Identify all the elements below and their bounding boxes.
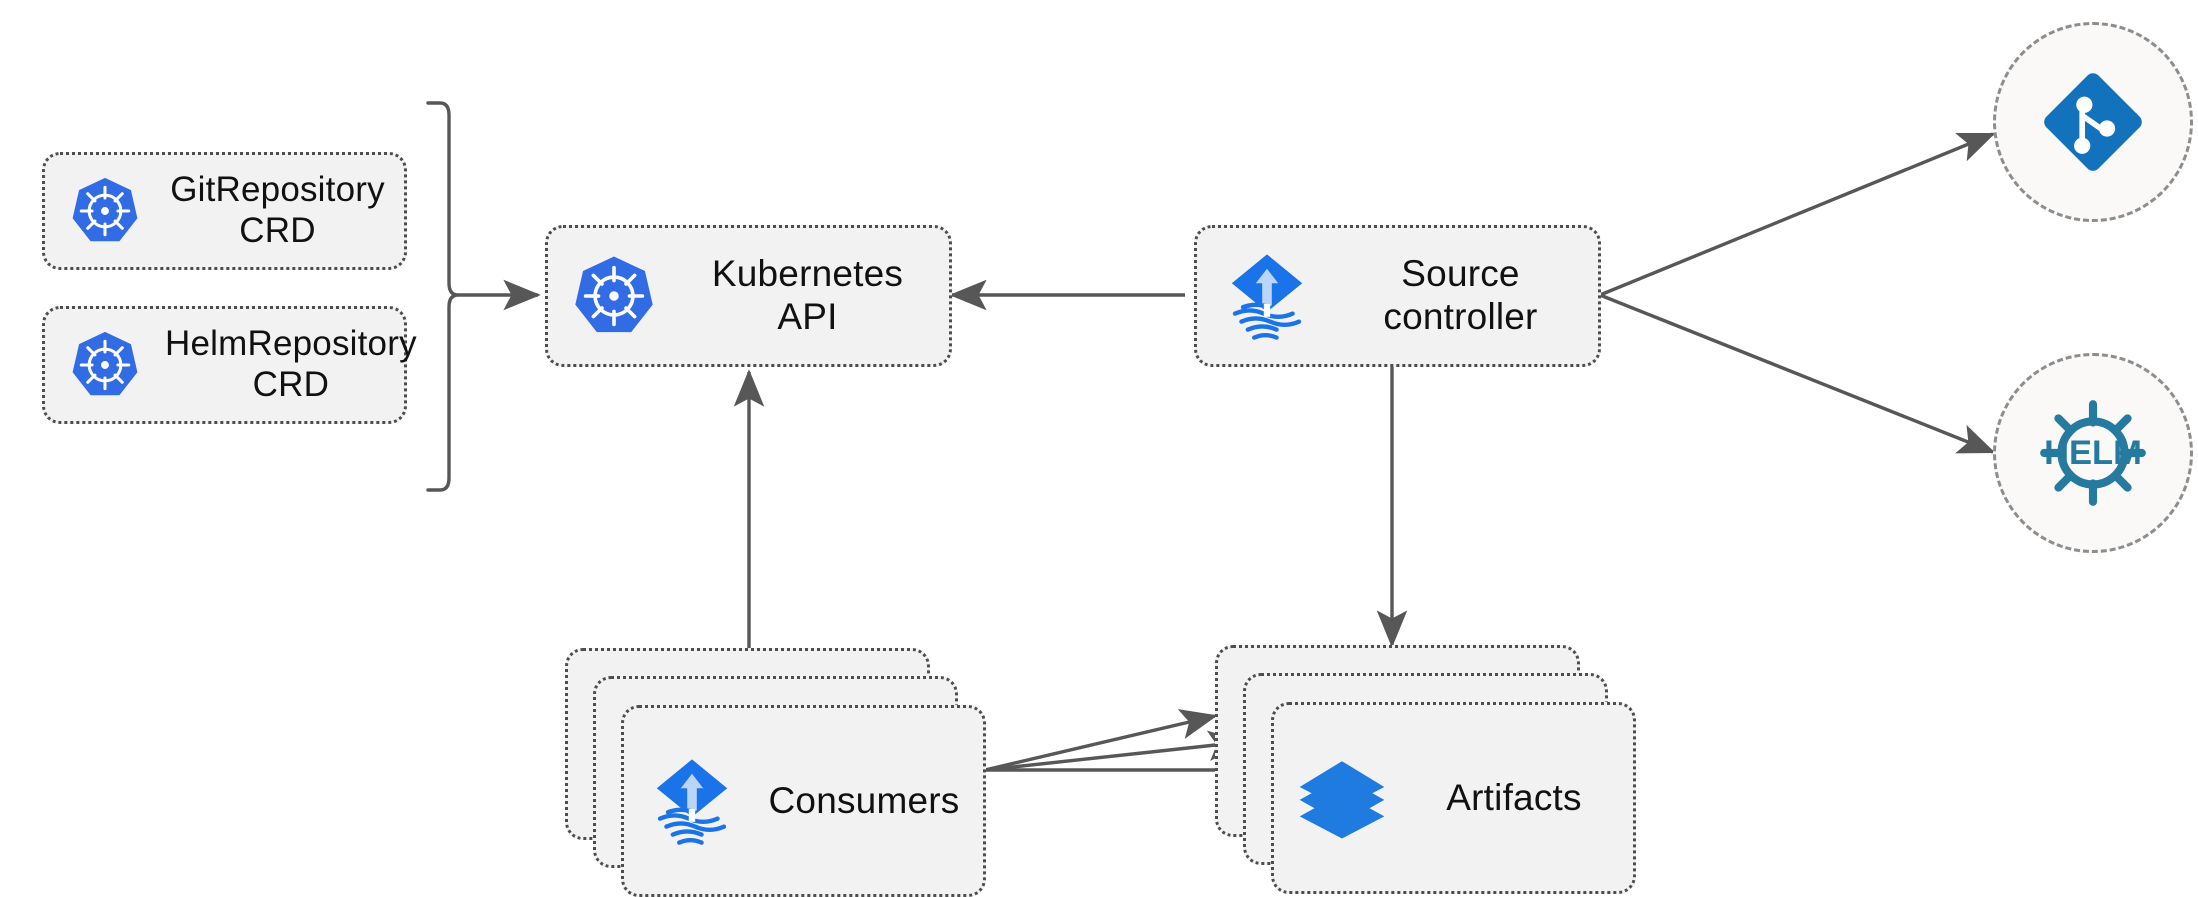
crd-bracket <box>426 101 459 492</box>
kubernetes-icon <box>548 253 680 339</box>
node-label: Kubernetes API <box>711 253 904 337</box>
node-consumers[interactable]: Consumers <box>621 705 986 897</box>
wire-source-controller-to-helm <box>1599 293 1996 454</box>
node-source-controller[interactable]: Source controller <box>1194 225 1601 367</box>
kubernetes-icon <box>45 329 165 401</box>
node-git-repository-crd[interactable]: GitRepository CRD <box>42 152 407 270</box>
node-kubernetes-api[interactable]: Kubernetes API <box>545 225 952 367</box>
helm-icon: HELM <box>2032 392 2154 514</box>
node-label: GitRepository CRD <box>170 170 385 250</box>
node-label: Source controller <box>1383 253 1538 337</box>
helm-wordmark: HELM <box>2044 434 2142 472</box>
node-artifacts[interactable]: Artifacts <box>1271 702 1636 894</box>
diagram-canvas: GitRepository CRD <box>42 22 2193 897</box>
wire-consumers-to-artifacts-2 <box>984 730 1246 772</box>
node-label: Consumers <box>768 779 960 821</box>
kubernetes-icon <box>45 175 165 247</box>
node-label: Artifacts <box>1446 776 1582 818</box>
node-helm-repository-crd[interactable]: HelmRepository CRD <box>42 306 417 424</box>
wire-source-controller-to-git <box>1599 132 1996 297</box>
flux-icon <box>624 753 759 849</box>
node-git-source[interactable] <box>1993 22 2193 222</box>
connector-layer <box>426 101 1996 786</box>
layers-icon <box>1274 752 1409 844</box>
git-icon <box>2039 68 2147 176</box>
node-label: HelmRepository CRD <box>165 324 417 404</box>
node-helm-source[interactable]: HELM <box>1993 353 2193 553</box>
wire-consumers-to-artifacts-1 <box>984 709 1218 772</box>
flux-icon <box>1197 248 1337 344</box>
